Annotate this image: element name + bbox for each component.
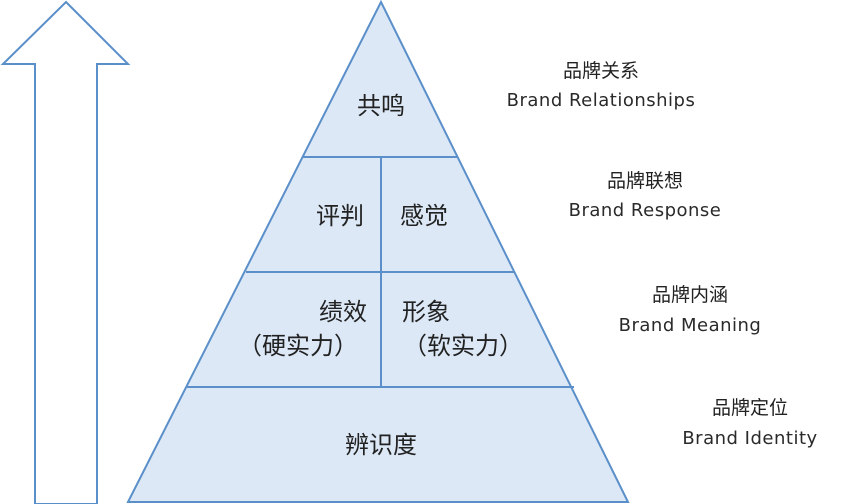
performance-label: 绩效 <box>319 298 367 326</box>
level-label-cn: 品牌关系 <box>563 60 639 82</box>
judgment-label: 评判 <box>316 202 364 230</box>
level-label-en: Brand Response <box>569 200 722 221</box>
level-labels: 品牌关系 Brand Relationships 品牌联想 Brand Resp… <box>507 60 818 449</box>
salience-label: 辨识度 <box>345 431 417 459</box>
level-label-cn: 品牌联想 <box>607 170 683 192</box>
resonance-label: 共鸣 <box>357 92 405 120</box>
pyramid: 共鸣 评判 感觉 绩效 （硬实力） 形象 （软实力） 辨识度 <box>126 0 630 503</box>
level-label-cn: 品牌内涵 <box>652 284 728 306</box>
level-label-en: Brand Meaning <box>619 315 762 336</box>
up-arrow-icon <box>0 0 131 504</box>
level-label-en: Brand Identity <box>682 428 817 449</box>
performance-sublabel: （硬实力） <box>238 332 358 360</box>
pyramid-shape <box>126 0 630 503</box>
imagery-label: 形象 <box>402 298 450 326</box>
feelings-label: 感觉 <box>400 202 448 230</box>
level-label-cn: 品牌定位 <box>712 397 788 419</box>
imagery-sublabel: （软实力） <box>403 332 523 360</box>
level-label-en: Brand Relationships <box>507 90 696 111</box>
